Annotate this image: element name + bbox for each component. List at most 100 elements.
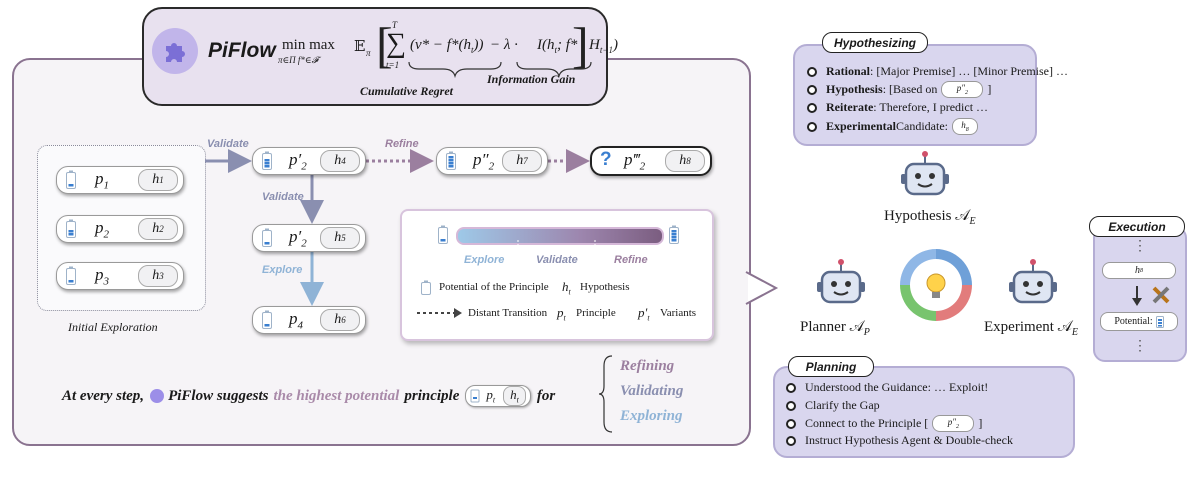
options-brace [598,355,613,433]
bottom-prefix: At every step, [62,387,145,404]
hypothesizing-panel [793,44,1037,146]
experiment-agent-label: Experiment 𝒜E [984,319,1079,338]
app-title: PiFlow [208,39,276,62]
battery-medium-icon [261,151,273,176]
hyp-item-experimental: Experimental Candidate: h8 [807,118,982,135]
minmax: min max [282,37,335,53]
legend-variant-symbol: p′t [638,305,650,323]
expectation-sub: π [366,48,371,58]
flow-arrows [205,149,590,306]
legend-hypothesis: Hypothesis [580,281,630,293]
hypothesis-agent-label: Hypothesis 𝒜E [884,208,976,227]
battery-high-icon [668,225,680,250]
question-icon: ? [600,149,612,170]
execution-title: Execution [1089,216,1185,237]
execution-potential-pill[interactable]: Potential: [1100,312,1178,331]
battery-low-icon [261,228,273,253]
hyp-item-reiterate: Reiterate: Therefore, I predict … [807,100,988,115]
legend-variants: Variants [660,307,697,319]
sum-upper: T [392,20,398,30]
cycle-arrows-icon [900,249,972,321]
potential-scale-bar [456,227,664,245]
plan-item-understood: Understood the Guidance: … Exploit! [786,380,988,395]
tools-icon [1132,286,1170,306]
principle-label: p2 [95,217,109,241]
sum-lower: t=1 [386,60,400,70]
option-validating: Validating [620,383,684,399]
hypothesizing-title: Hypothesizing [822,32,928,53]
battery-low-icon [65,219,77,244]
bottom-highlight: the highest potential [273,387,400,404]
validate-label-2: Validate [262,191,304,203]
legend-p-symbol: pt [557,305,566,323]
plan-item-clarify: Clarify the Gap [786,398,880,413]
cumulative-regret-label: Cumulative Regret [360,84,453,98]
battery-low-icon [65,266,77,291]
hypothesis-robot-icon [901,151,949,196]
formula-braces [408,61,592,79]
principle-label: p′2 [289,149,307,173]
information-gain-label: Information Gain [487,72,576,86]
plan-item-connect: Connect to the Principle [ p″2] [786,415,982,432]
principle-label: p4 [289,308,303,332]
principle-label: p′2 [289,226,307,250]
bottom-for: for [536,387,556,404]
scale-validate: Validate [536,254,578,266]
legend-h-symbol: ht [562,279,571,297]
plan-item-instruct: Instruct Hypothesis Agent & Double-check [786,433,1013,448]
battery-low-icon [437,225,449,250]
principle-label: p‴2 [624,149,646,173]
legend-principle: Principle [576,307,616,319]
principle-hypothesis-pill: pt ht [465,385,531,407]
refine-label: Refine [385,138,419,150]
bottom-principle: principle [404,387,460,404]
option-refining: Refining [620,358,675,374]
principle-label: p3 [95,264,109,288]
title-card [142,7,608,106]
battery-high-icon [445,151,457,176]
callout-pointer [740,271,779,305]
bottom-piflow: PiFlow suggests [168,387,269,404]
bottom-sentence: At every step, PiFlow suggests the highe… [62,385,555,407]
expectation: 𝔼 [354,39,366,55]
battery-outline-icon [420,280,432,301]
execution-ellipsis-bottom: ⋮ [1133,339,1147,354]
legend-potential: Potential of the Principle [439,281,549,293]
scale-explore: Explore [464,254,505,266]
info-term: I(ht; f* | Ht−1) [537,37,618,55]
hyp-item-rational: Rational: [Major Premise] … [Minor Premi… [807,64,1068,79]
experiment-robot-icon [1009,259,1057,304]
execution-ellipsis-top: ⋮ [1133,239,1147,254]
hypothesis-mini-pill: h8 [951,118,978,135]
scale-refine: Refine [614,254,648,266]
regret-term: (v* − f*(ht)) [410,37,484,55]
planner-agent-label: Planner 𝒜P [800,319,870,338]
minus-lambda: − λ · [490,37,518,53]
battery-low-icon [65,170,77,195]
battery-low-icon [261,310,273,335]
principle-label: p1 [95,168,109,192]
scale-ticks [517,240,596,252]
planner-robot-icon [817,259,865,304]
principle-mini-pill: p″2 [941,81,984,98]
principle-mini-pill: p″2 [932,415,975,432]
piflow-mini-icon [150,389,165,403]
distant-transition-icon [417,308,462,318]
minmax-sub: π∈Π f*∈𝓕 [278,55,319,65]
